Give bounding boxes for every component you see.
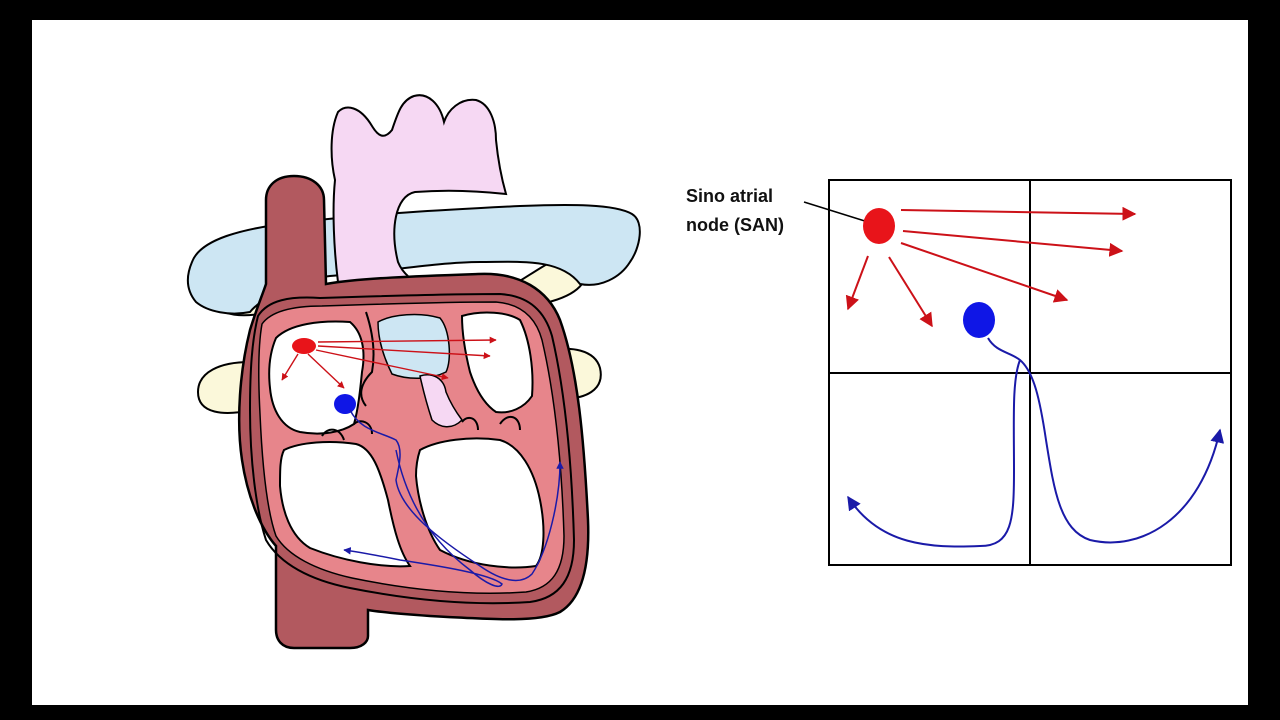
interatrial-septum xyxy=(360,311,375,407)
pulmonary-outflow xyxy=(377,313,451,379)
aortic-outflow xyxy=(419,374,463,428)
san-label-line2: node (SAN) xyxy=(686,215,784,235)
san-node-heart xyxy=(292,338,316,354)
aorta xyxy=(330,94,508,284)
tricuspid-valve xyxy=(321,420,373,441)
left-atrium xyxy=(460,311,534,414)
arrow-right-lower xyxy=(900,242,1069,303)
ventricular-conduction-path-left xyxy=(847,359,1021,548)
san-label-line1: Sino atrial xyxy=(686,186,773,206)
arrow-right-top xyxy=(900,206,1137,221)
ventricular-conduction-path xyxy=(987,337,1225,544)
heart-conduction-path xyxy=(349,409,564,582)
av-node xyxy=(963,302,995,338)
mitral-valve xyxy=(461,415,521,431)
heart-conduction-diagram: Sino atrial node (SAN) xyxy=(186,94,1232,650)
heart-conduction-path-left xyxy=(343,449,503,588)
av-node-heart xyxy=(334,394,356,414)
san-leader-line xyxy=(803,201,869,223)
pericardium-inner-line xyxy=(248,292,576,605)
arrow-down-left xyxy=(845,255,869,311)
atrial-activation-arrows xyxy=(845,206,1137,328)
conduction-schematic: Sino atrial node (SAN) xyxy=(686,179,1232,566)
san-node xyxy=(863,208,895,244)
arrow-down-right xyxy=(888,256,933,328)
arrow-right-middle xyxy=(902,230,1124,257)
right-ventricle xyxy=(278,441,412,568)
diagram-frame: Sino atrial node (SAN) xyxy=(32,20,1248,705)
heart-illustration xyxy=(186,94,641,650)
heart-atrial-arrows xyxy=(281,336,497,389)
